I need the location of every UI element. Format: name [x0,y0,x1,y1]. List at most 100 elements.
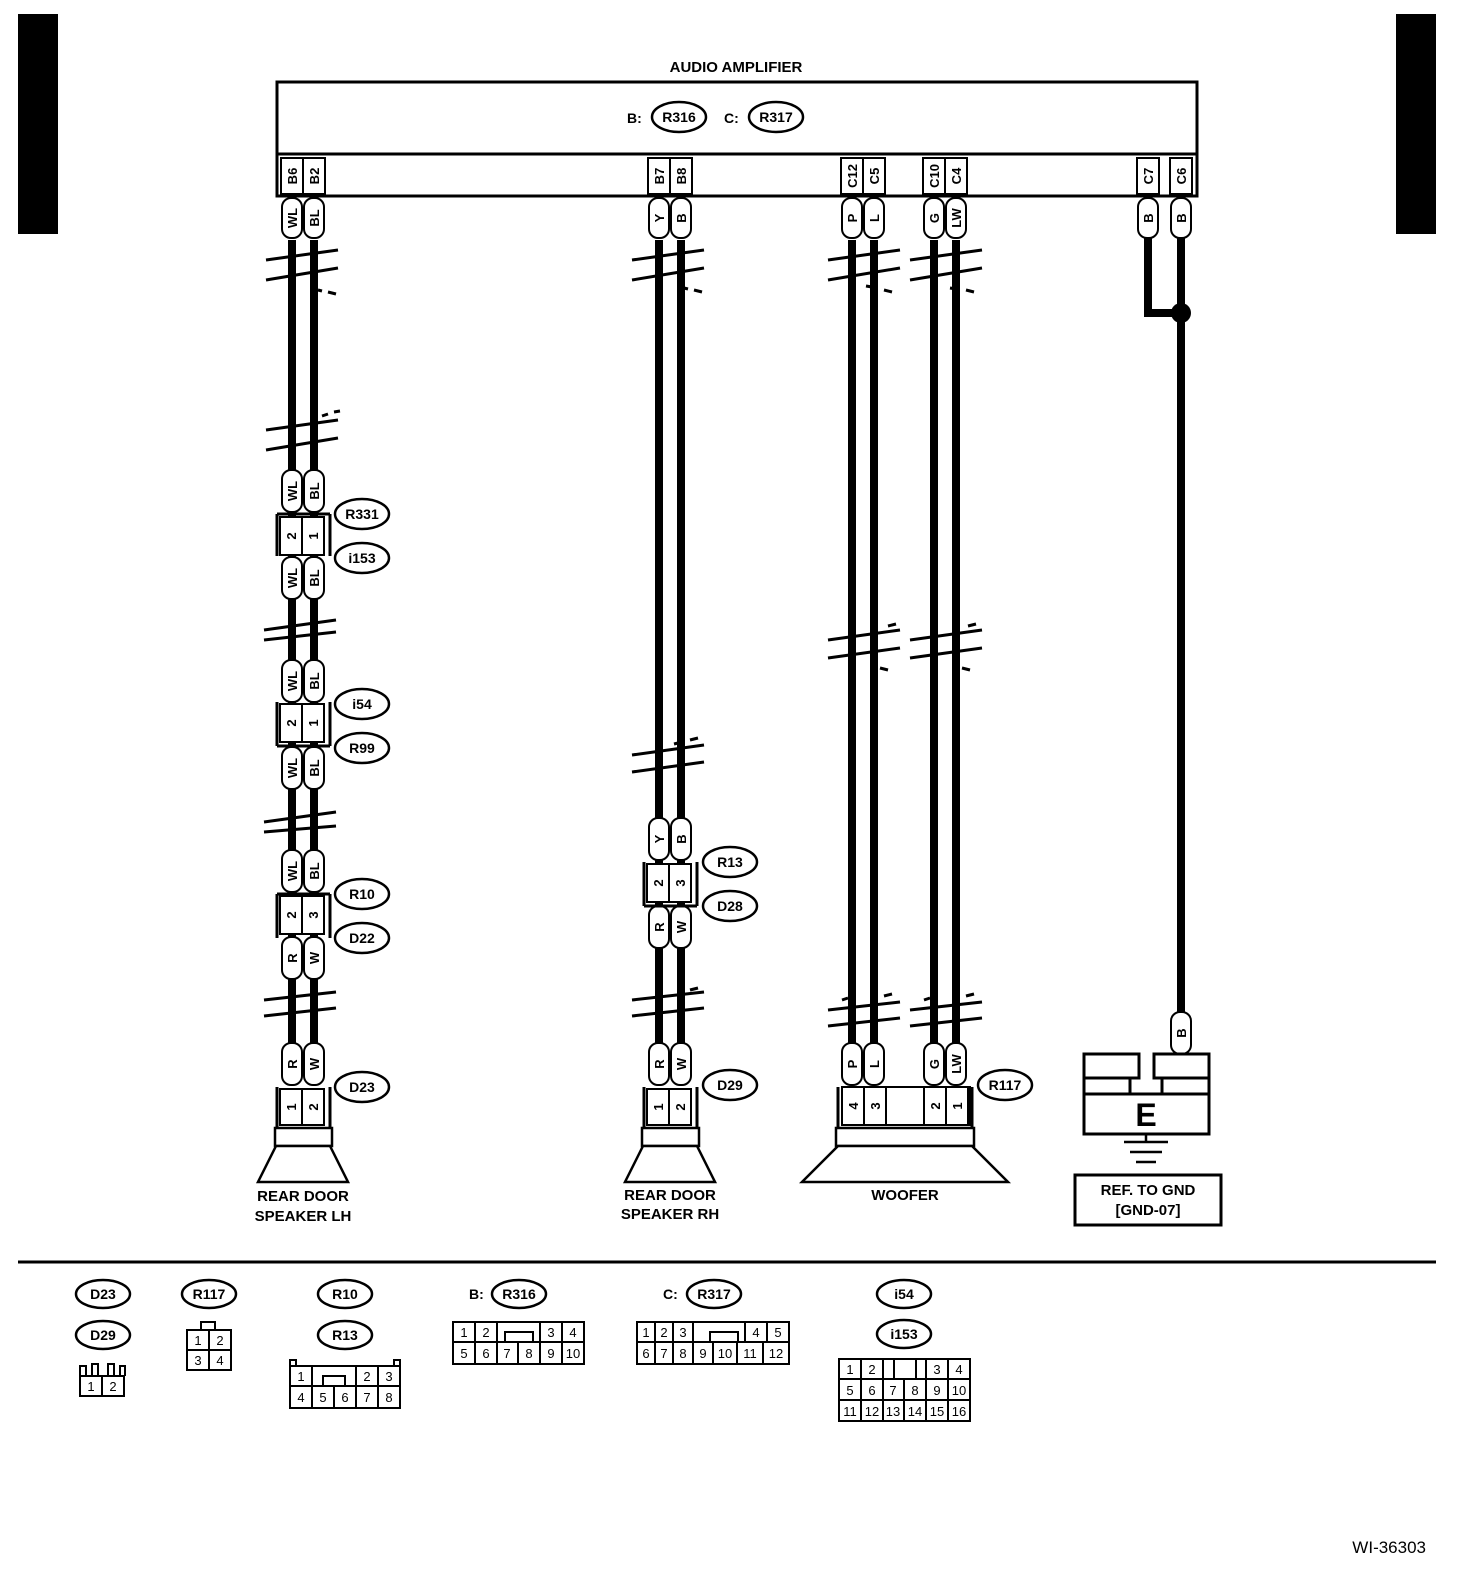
wire-tag: BL [307,672,322,689]
wire-lines [288,238,1185,1045]
connector-badge: R99 [349,740,375,756]
svg-text:6: 6 [482,1346,489,1361]
svg-text:1: 1 [284,1103,299,1110]
svg-text:3: 3 [679,1325,686,1340]
connector-badge: D23 [349,1079,375,1095]
amp-pin: C7 [1141,168,1156,185]
connector-badge: D29 [717,1077,743,1093]
wire-tag: W [674,920,689,933]
svg-text:2: 2 [482,1325,489,1340]
wire-tag: BL [307,569,322,586]
svg-text:12: 12 [769,1346,783,1361]
page-tab-left: NAVI-05 [18,14,58,234]
svg-text:2: 2 [306,1103,321,1110]
amp-pin: C6 [1174,168,1189,185]
wire-tag: WL [285,568,300,588]
inline-connector-r13-d28: 2 3 R13 D28 [642,845,759,923]
wire-tag: WL [285,208,300,228]
svg-text:1: 1 [846,1362,853,1377]
svg-text:1: 1 [306,719,321,726]
wire-tag: Y [652,213,667,222]
ground-letter: E [1135,1097,1156,1133]
svg-text:1: 1 [950,1102,965,1109]
legend-r117: R117 1 2 3 4 [180,1278,238,1371]
legend-badge: R13 [332,1327,358,1343]
svg-text:3: 3 [194,1353,201,1368]
connector-badge: i153 [348,550,375,566]
svg-text:10: 10 [952,1383,966,1398]
svg-text:2: 2 [216,1333,223,1348]
connector-badge: R10 [349,886,375,902]
svg-text:1: 1 [651,1103,666,1110]
wire-tag: G [927,213,942,223]
speaker-lh: 1 2 D23 REAR DOOR SPEAKER LH [255,1070,391,1225]
svg-text:3: 3 [385,1369,392,1384]
wire-breaks [263,248,983,1028]
legend-badge: i54 [894,1286,914,1302]
wire-tag: G [927,1059,942,1069]
legend-r316: B: R316 1 2 3 4 5 6 7 8 9 10 [452,1278,585,1365]
svg-text:5: 5 [319,1390,326,1405]
amp-conn-b-prefix: B: [627,110,642,126]
legend-i54-i153: i54 i153 1 2 3 4 5 6 7 8 9 10 [838,1278,971,1422]
legend-r317: C: R317 1 2 3 4 5 6 7 8 9 10 [636,1278,790,1365]
wire-tag: P [845,213,860,222]
speaker-rh-label: SPEAKER RH [621,1206,719,1223]
amp-conn-c-prefix: C: [724,110,739,126]
woofer-label: WOOFER [871,1187,939,1204]
connector-badge: D22 [349,930,375,946]
wire-tag: BL [307,759,322,776]
wire-tag: R [285,953,300,963]
svg-text:2: 2 [651,879,666,886]
svg-text:8: 8 [679,1346,686,1361]
svg-text:1: 1 [87,1379,94,1394]
svg-text:6: 6 [642,1346,649,1361]
wire-tag: WL [285,481,300,501]
wire-tag: B [1141,213,1156,222]
wire-tag: B [674,834,689,843]
connector-badge: D28 [717,898,743,914]
amp-conn-b-badge: R316 [650,100,708,134]
wire-tag: WL [285,671,300,691]
svg-text:10: 10 [566,1346,580,1361]
svg-text:5: 5 [846,1383,853,1398]
wire-tag: WL [285,758,300,778]
legend-badge: R10 [332,1286,358,1302]
connector-legend: D23 D29 1 2 R117 1 2 3 4 R10 [74,1278,971,1422]
legend-badge: D23 [90,1286,116,1302]
legend-badge: i153 [890,1326,917,1342]
svg-text:3: 3 [933,1362,940,1377]
svg-text:1: 1 [297,1369,304,1384]
svg-text:1: 1 [306,532,321,539]
svg-text:13: 13 [886,1404,900,1419]
wire-tags: WL BL Y B P L G LW B B WL BL WL BL WL BL… [281,197,1192,1086]
wire-tag: LW [949,1054,964,1074]
amp-pin: B7 [652,168,667,185]
svg-text:4: 4 [297,1390,304,1405]
svg-text:6: 6 [341,1390,348,1405]
legend-d23-d29: D23 D29 1 2 [74,1278,132,1397]
svg-text:R316: R316 [662,109,696,125]
amp-pin: B8 [674,168,689,185]
wire-tag: BL [307,862,322,879]
legend-badge: R117 [193,1286,226,1302]
svg-text:11: 11 [743,1346,757,1361]
legend-badge: R316 [502,1286,536,1302]
ground-ref-line2: [GND-07] [1115,1202,1180,1219]
amp-pin: B6 [285,168,300,185]
woofer: 4 3 2 1 R117 WOOFER [798,1068,1034,1204]
svg-text:2: 2 [284,532,299,539]
wire-tag: LW [949,208,964,228]
svg-text:1: 1 [194,1333,201,1348]
wire-tag: Y [652,834,667,843]
svg-text:3: 3 [547,1325,554,1340]
svg-text:1: 1 [642,1325,649,1340]
svg-text:2: 2 [284,719,299,726]
connector-badge: R117 [989,1077,1022,1093]
svg-text:10: 10 [718,1346,732,1361]
svg-text:9: 9 [547,1346,554,1361]
svg-text:2: 2 [928,1102,943,1109]
svg-text:3: 3 [868,1102,883,1109]
svg-text:R317: R317 [759,109,793,125]
audio-amplifier: AUDIO AMPLIFIER B: R316 C: R317 B6 B2 B7… [275,59,1199,198]
